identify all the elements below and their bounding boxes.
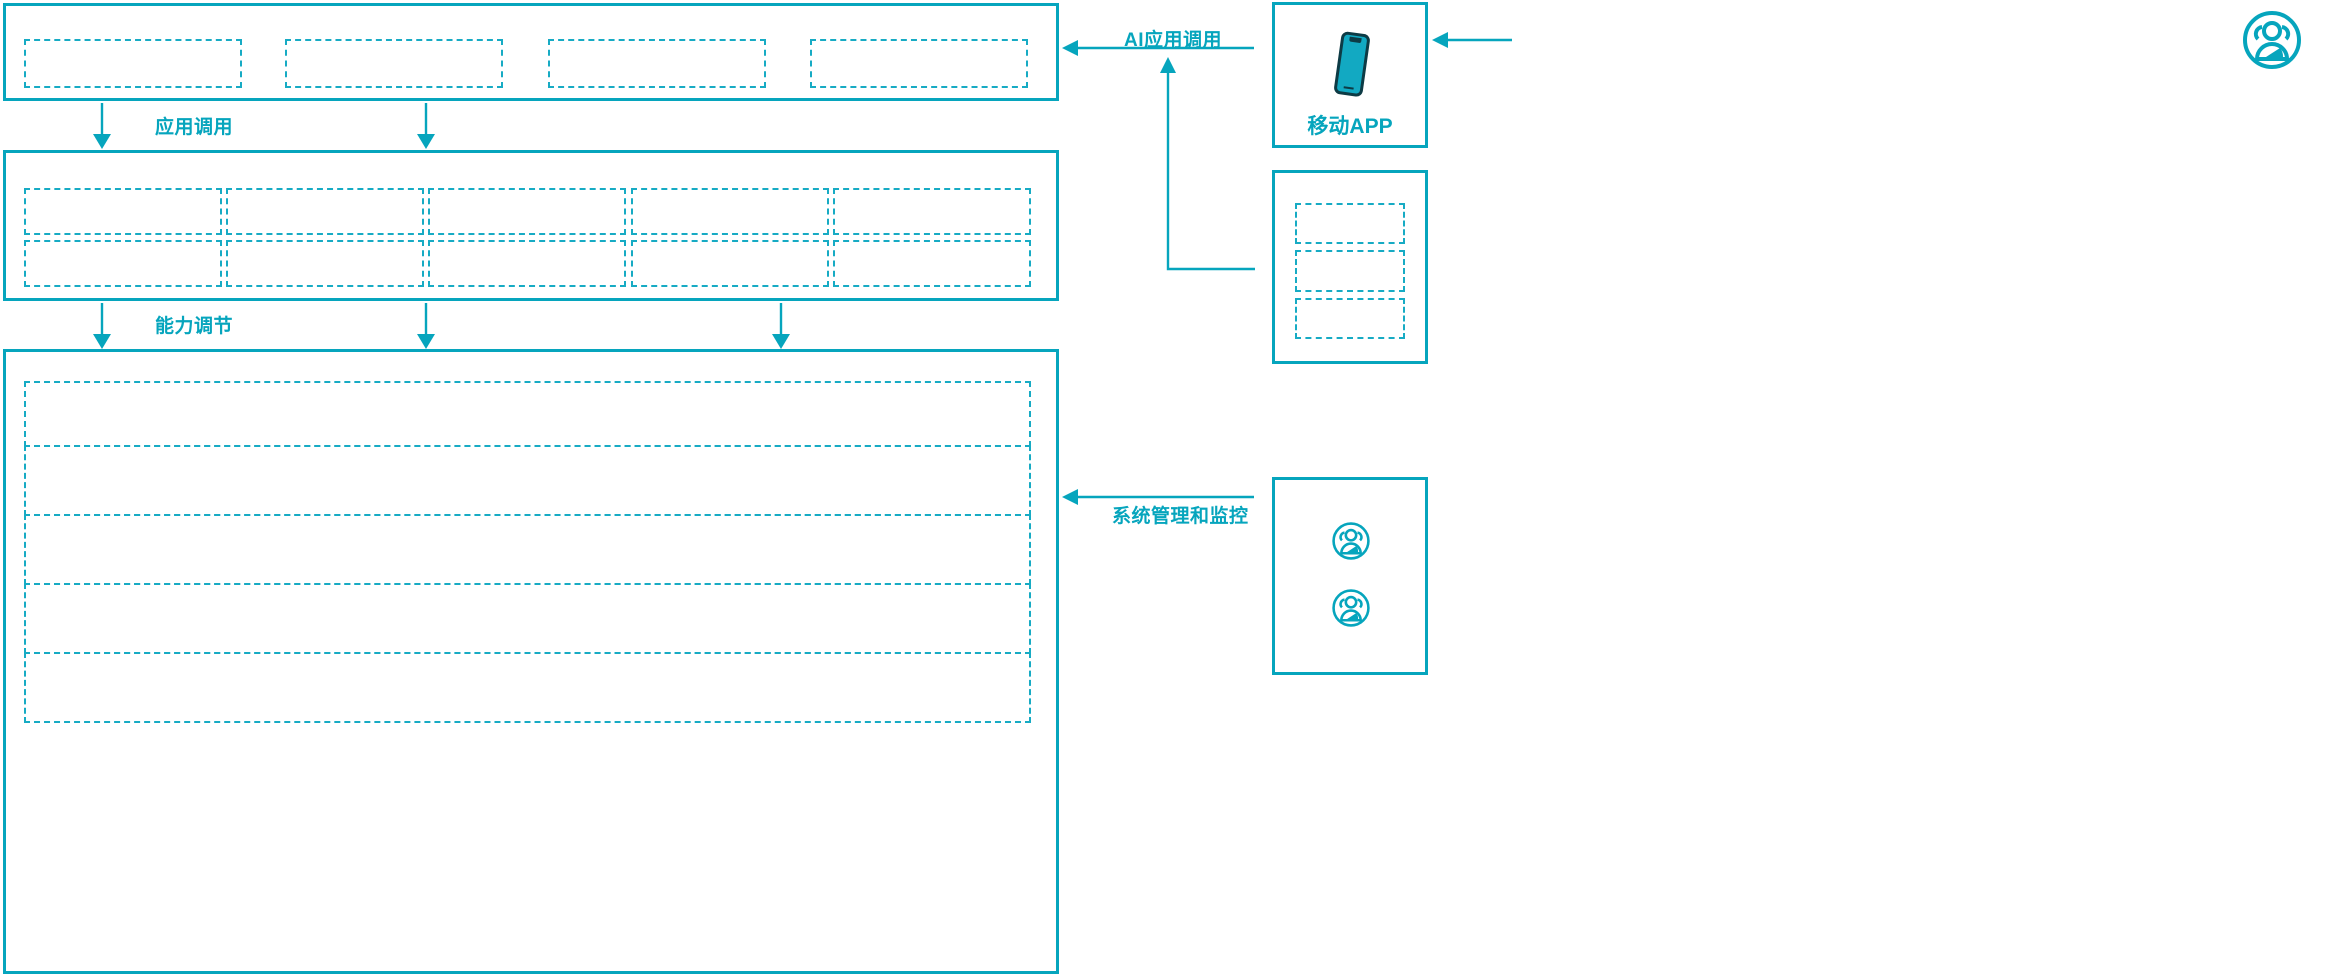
capability-cell-r2-c5[interactable] [833,240,1031,287]
capability-cell-r2-c2[interactable] [226,240,424,287]
application-layer-cell-4[interactable] [810,39,1028,88]
operations-panel [1272,477,1428,675]
connector-label-app-call: 应用调用 [155,117,234,138]
platform-row-2[interactable] [24,445,1031,516]
users-group-icon [2243,11,2301,69]
smartphone-icon [1334,31,1370,97]
capability-cell-r1-c5[interactable] [833,188,1031,235]
connector-label-system-mgmt-monitor: 系统管理和监控 [1112,506,1249,527]
capability-adjust-arrow-2 [417,303,435,349]
connector-label-capability-adjust: 能力调节 [155,316,234,337]
capability-adjust-arrow-3 [772,303,790,349]
platform-row-5[interactable] [24,652,1031,723]
capability-cell-r2-c1[interactable] [24,240,222,287]
channel-to-ai-elbow-arrow [1160,57,1255,271]
channel-panel [1272,170,1428,364]
system-mgmt-monitor-arrow [1062,489,1254,505]
users-group-icon [1332,589,1370,627]
channel-panel-cell-3[interactable] [1295,298,1405,339]
capability-cell-r1-c3[interactable] [428,188,626,235]
platform-row-3[interactable] [24,514,1031,585]
application-layer-panel [3,3,1059,101]
platform-row-4[interactable] [24,583,1031,654]
users-group-icon [1332,522,1370,560]
capability-cell-r1-c4[interactable] [631,188,829,235]
capability-cell-r1-c2[interactable] [226,188,424,235]
capability-layer-panel [3,150,1059,301]
ai-app-call-arrow [1062,40,1254,56]
application-layer-cell-2[interactable] [285,39,503,88]
platform-row-1[interactable] [24,381,1031,447]
app-call-arrow-left [93,103,111,149]
channel-panel-cell-1[interactable] [1295,203,1405,244]
mobile-app-caption: 移动APP [1307,115,1393,138]
end-user-to-mobile-arrow [1432,32,1512,48]
capability-adjust-arrow-1 [93,303,111,349]
capability-cell-r1-c1[interactable] [24,188,222,235]
capability-cell-r2-c3[interactable] [428,240,626,287]
platform-layer-panel [3,349,1059,974]
app-call-arrow-right [417,103,435,149]
channel-panel-cell-2[interactable] [1295,250,1405,292]
application-layer-cell-3[interactable] [548,39,766,88]
application-layer-cell-1[interactable] [24,39,242,88]
capability-cell-r2-c4[interactable] [631,240,829,287]
connector-label-ai-app-call: AI应用调用 [1124,30,1223,51]
